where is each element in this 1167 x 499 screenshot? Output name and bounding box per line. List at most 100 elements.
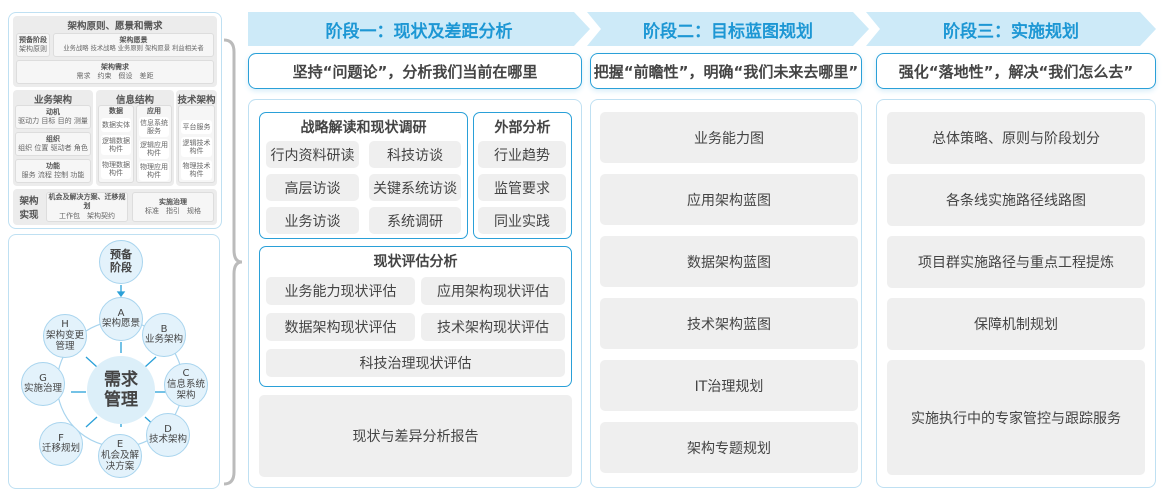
prelim-box: 预备阶段架构原则 [16,33,50,57]
blueprint-item: 应用架构蓝图 [600,174,858,225]
node-label: 机会及解决方案 [100,449,139,472]
center-label: 需求管理 [104,369,138,410]
stage-title: 阶段二：目标蓝图规划 [643,21,813,42]
req-title: 架构需求 [101,62,129,71]
business-architecture-group: 业务架构 动机驱动力 目标 目的 测量 组织组织 位置 驱动者 角色 功能服务 … [13,90,93,186]
blueprint-item: IT治理规划 [600,360,858,411]
bracket [223,38,243,486]
info-title: 信息结构 [115,95,154,106]
vision-sub: 业务战略 技术战略 业务原则 架构愿景 利益相关者 [63,45,204,53]
assessment-item: 应用架构现状评估 [421,277,565,305]
node-letter: A [117,307,125,319]
research-item: 高层访谈 [266,174,359,201]
external-item: 同业实践 [478,207,566,234]
principles-title: 架构原则、愿景和需求 [67,21,163,32]
data-item: 数据实体 [101,118,131,132]
node-letter: G [39,372,47,384]
business-title: 业务架构 [33,95,72,106]
node-letter: E [116,439,124,451]
node-letter: D [164,423,172,435]
item-sub: 驱动力 目标 目的 测量 [18,117,88,125]
group-title: 现状评估分析 [373,254,458,270]
architecture-content-framework: 架构原则、愿景和需求 预备阶段架构原则 架构愿景业务战略 技术战略 业务原则 架… [8,12,222,229]
group-title: 战略解读和现状调研 [300,120,427,136]
opp-title: 机会及解决方案、迁移规划 [48,193,126,211]
node-label: 信息系统架构 [166,378,205,401]
node-letter: B [160,323,168,335]
stage-title: 阶段三：实施规划 [943,21,1079,42]
gov-sub: 标准 指引 规格 [145,207,201,215]
assessment-item: 数据架构现状评估 [266,313,415,341]
stage-2-slogan: 把握“前瞻性”，明确“我们未来去哪里” [590,53,862,89]
tech-item: 逻辑技术构件 [181,137,212,157]
stage-3-panel: 总体策略、原则与阶段划分各条线实施路径线路图项目群实施路径与重点工程提炼保障机制… [876,99,1156,488]
prelim-label: 预备阶段 [110,248,132,274]
node-label: 业务架构 [144,334,183,346]
strategy-research-group: 战略解读和现状调研 行内资料研读科技访谈高层访谈关键系统访谈业务访谈系统调研 [259,112,468,239]
node-letter: C [182,368,190,380]
app-item: 物理应用构件 [139,161,169,181]
application-column: 应用 信息系统服务 逻辑应用构件 物理应用构件 [136,105,172,183]
implementation-item: 各条线实施路径线路图 [887,174,1145,226]
assessment-item: 技术架构现状评估 [421,313,565,341]
blueprint-item: 架构专题规划 [600,422,858,473]
external-item: 行业趋势 [478,141,566,168]
cycle-node-prelim: 预备阶段 [99,240,143,284]
assessment-item: 业务能力现状评估 [266,277,415,305]
business-item: 组织组织 位置 驱动者 角色 [15,132,91,156]
stage-2-header: 阶段二：目标蓝图规划 [587,12,869,46]
data-item: 逻辑数据构件 [101,135,131,155]
research-item: 行内资料研读 [266,141,359,168]
vision-title: 架构愿景 [119,36,148,45]
req-sub: 需求 约束 假设 差距 [76,72,154,80]
research-item: 科技访谈 [369,141,461,168]
group-title: 外部分析 [494,120,551,136]
principles-group: 架构原则、愿景和需求 预备阶段架构原则 架构愿景业务战略 技术战略 业务原则 架… [13,16,217,87]
stage-1-header: 阶段一：现状及差距分析 [248,12,590,46]
impl-title: 架构实现 [19,196,39,221]
tech-title: 技术架构 [177,95,216,106]
implementation-group: 架构实现 机会及解决方案、迁移规划工作包 架构契约 实施治理标准 指引 规格 [13,189,217,225]
governance-box: 实施治理标准 指引 规格 [132,192,214,222]
stage-3-header: 阶段三：实施规划 [866,12,1156,46]
research-item: 系统调研 [369,207,461,234]
prelim-sub: 架构原则 [19,45,47,53]
cycle-center-requirements: 需求管理 [87,356,155,424]
node-letter: F [58,432,64,444]
prelim-title: 预备阶段 [19,35,47,44]
tech-column: 平台服务 逻辑技术构件 物理技术构件 [178,105,215,183]
implementation-item: 总体策略、原则与阶段划分 [887,112,1145,164]
business-item: 动机驱动力 目标 目的 测量 [15,105,91,129]
node-label: 架构愿景 [101,318,140,330]
gap-report: 现状与差异分析报告 [259,395,572,477]
opportunity-box: 机会及解决方案、迁移规划工作包 架构契约 [46,192,128,222]
requirements-box: 架构需求需求 约束 假设 差距 [16,60,214,84]
node-label: 技术架构 [148,434,187,446]
gov-title: 实施治理 [159,197,187,206]
stage-3-slogan: 强化“落地性”，解决“我们怎么去” [876,53,1156,89]
blueprint-item: 技术架构蓝图 [600,298,858,349]
research-item: 关键系统访谈 [369,174,461,201]
opp-sub: 工作包 架构契约 [59,211,115,220]
current-assessment-group: 现状评估分析 业务能力现状评估应用架构现状评估数据架构现状评估技术架构现状评估科… [259,246,572,387]
external-item: 监管要求 [478,174,566,201]
app-item: 信息系统服务 [139,117,169,137]
research-item: 业务访谈 [266,207,359,234]
node-label: 架构变更管理 [45,329,84,352]
implementation-item: 项目群实施路径与重点工程提炼 [887,236,1145,288]
implementation-item: 保障机制规划 [887,298,1145,350]
node-label: 迁移规划 [41,443,80,455]
node-label: 实施治理 [23,383,62,395]
item-title: 组织 [46,134,60,143]
technology-architecture-group: 技术架构 平台服务 逻辑技术构件 物理技术构件 [176,90,217,186]
business-item: 功能服务 流程 控制 功能 [15,159,91,183]
tech-item: 平台服务 [181,120,212,134]
